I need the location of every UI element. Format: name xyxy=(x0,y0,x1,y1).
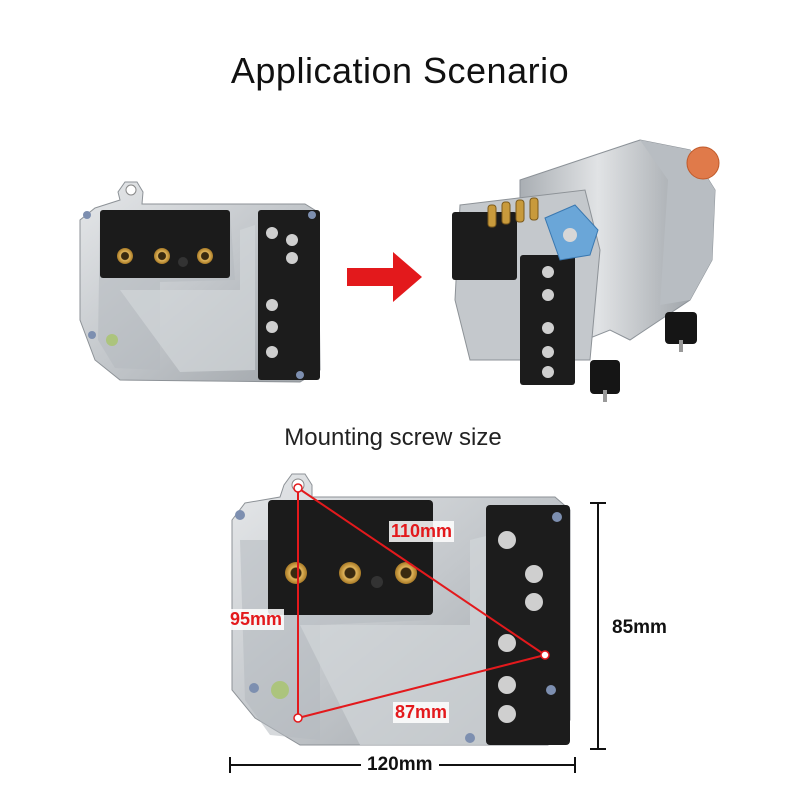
dimension-label-bottom-edge: 87mm xyxy=(393,702,450,723)
page-title: Application Scenario xyxy=(230,50,570,91)
dimension-label-width: 120mm xyxy=(361,754,439,776)
controller-bottom-image xyxy=(231,473,571,746)
mount-hole-right xyxy=(540,650,550,660)
mounting-dimension-triangle xyxy=(297,487,546,719)
mount-hole-bottom xyxy=(293,713,303,723)
dimension-label-left-edge: 95mm xyxy=(228,609,285,630)
dimension-label-top-edge: 110mm xyxy=(389,521,455,542)
mount-hole-top xyxy=(293,483,303,493)
section-subtitle: Mounting screw size xyxy=(284,424,502,451)
height-dimension-line xyxy=(590,502,606,750)
compressor-image xyxy=(452,139,720,402)
controller-top-image xyxy=(79,181,321,383)
arrow-icon xyxy=(347,252,422,302)
dimension-label-height: 85mm xyxy=(610,617,669,639)
